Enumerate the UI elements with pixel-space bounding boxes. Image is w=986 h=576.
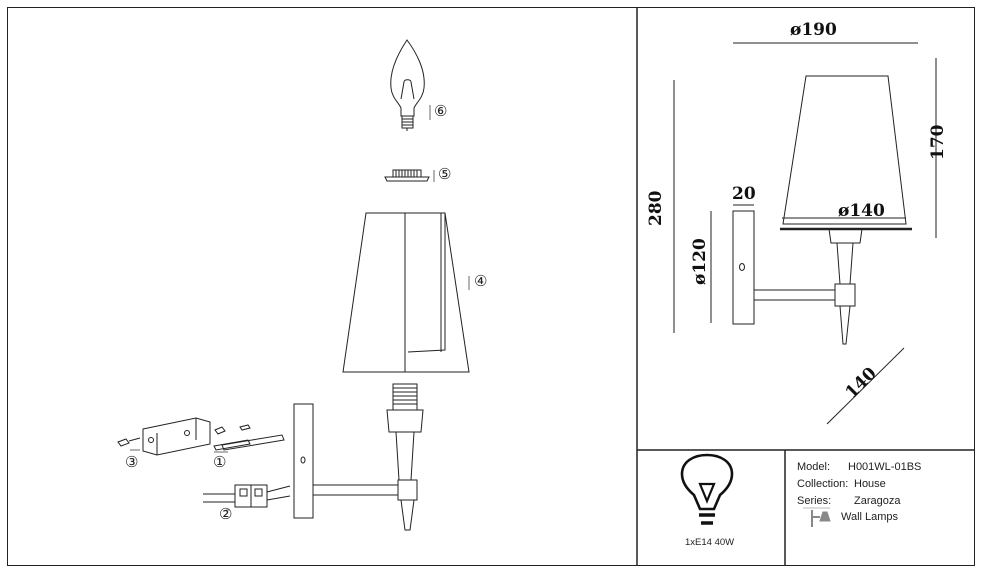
callout-4: ④ — [474, 272, 488, 290]
dim-backplate-width: 20 — [732, 184, 756, 204]
model-label: Model: — [797, 461, 831, 473]
wall-lamp-icon — [803, 507, 831, 527]
callout-6: ⑥ — [434, 102, 448, 120]
model-value: H001WL-01BS — [848, 461, 922, 473]
callout-2: ② — [219, 505, 233, 523]
collection-value: House — [854, 478, 886, 490]
leader-lines — [130, 105, 470, 511]
dim-shade-bottom-diameter: ø140 — [838, 201, 885, 221]
collection-label: Collection: — [797, 478, 849, 490]
series-value: Zaragoza — [854, 495, 901, 507]
callout-1: ① — [213, 453, 227, 471]
dim-backplate-diameter: ø120 — [690, 238, 710, 285]
holder-drawing — [386, 383, 424, 531]
dimension-lamp — [732, 75, 912, 345]
bulb-spec: 1xE14 40W — [685, 537, 735, 548]
shade-drawing — [342, 212, 470, 373]
terminal-block-drawing — [203, 484, 291, 508]
callout-3: ③ — [125, 453, 139, 471]
dimension-lines — [673, 42, 937, 425]
lamp-type-value: Wall Lamps — [841, 511, 899, 523]
light-bulb-icon — [680, 453, 734, 525]
drawing-frame — [7, 7, 975, 566]
arm-drawing — [293, 403, 398, 519]
dim-shade-top-diameter: ø190 — [790, 20, 837, 40]
dim-shade-height: 170 — [928, 124, 948, 161]
bulb-drawing — [390, 39, 425, 131]
dim-total-height: 280 — [646, 190, 666, 227]
callout-5: ⑤ — [438, 165, 452, 183]
mounting-bracket-drawing — [117, 417, 285, 456]
shade-ring-drawing — [384, 169, 430, 182]
series-label: Series: — [797, 495, 832, 507]
